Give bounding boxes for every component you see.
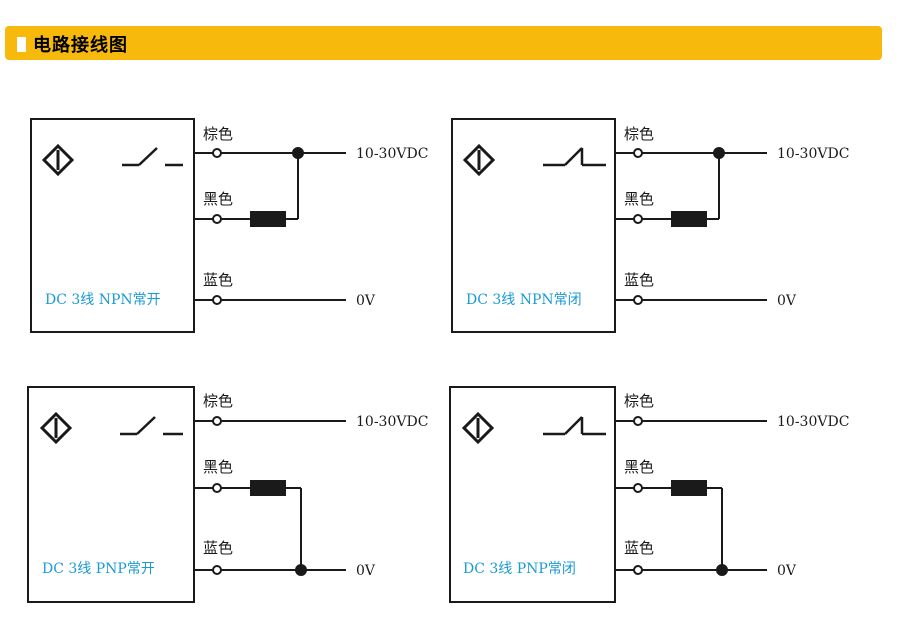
wire-blue-label: 蓝色 [203, 271, 233, 289]
ground-label: 0V [777, 293, 797, 309]
switch-no-icon [120, 416, 183, 436]
section-title: 电路接线图 [33, 35, 128, 56]
sensor-box [27, 386, 195, 603]
load-resistor-icon [250, 211, 286, 227]
switch-no-icon [122, 147, 183, 167]
model-label: DC 3线 NPN常开 [45, 292, 161, 308]
ground-label: 0V [777, 563, 797, 579]
diagram-pnp-no [27, 386, 346, 603]
supply-label: 10-30VDC [777, 146, 849, 162]
load-resistor-icon [671, 211, 707, 227]
diagram-pnp-nc [449, 386, 767, 603]
sensor-box [449, 386, 616, 603]
wire-blue-label: 蓝色 [203, 539, 233, 557]
section-header: 电路接线图 [5, 26, 882, 60]
diagram-npn-no [30, 118, 346, 333]
wire-black-label: 黑色 [203, 190, 233, 208]
sensor-diamond-icon [462, 143, 496, 177]
model-label: DC 3线 PNP常闭 [463, 561, 576, 577]
ground-label: 0V [356, 293, 376, 309]
supply-label: 10-30VDC [356, 146, 428, 162]
sensor-box [30, 118, 195, 333]
switch-nc-icon [543, 416, 606, 436]
supply-label: 10-30VDC [777, 414, 849, 430]
sensor-diamond-icon [39, 411, 73, 445]
model-label: DC 3线 NPN常闭 [466, 292, 582, 308]
wire-black-label: 黑色 [203, 458, 233, 476]
load-resistor-icon [250, 480, 286, 496]
ground-label: 0V [356, 563, 376, 579]
header-marker [17, 37, 26, 52]
wire-brown-label: 棕色 [203, 392, 233, 410]
sensor-diamond-icon [41, 143, 75, 177]
supply-label: 10-30VDC [356, 414, 428, 430]
sensor-box [451, 118, 616, 333]
load-resistor-icon [671, 480, 707, 496]
wire-brown-label: 棕色 [624, 392, 654, 410]
wire-brown-label: 棕色 [624, 125, 654, 143]
model-label: DC 3线 PNP常开 [42, 561, 155, 577]
switch-nc-icon [543, 147, 606, 167]
wire-blue-label: 蓝色 [624, 271, 654, 289]
sensor-diamond-icon [461, 411, 495, 445]
wire-blue-label: 蓝色 [624, 539, 654, 557]
diagram-npn-nc [451, 118, 767, 333]
wire-black-label: 黑色 [624, 190, 654, 208]
wire-brown-label: 棕色 [203, 125, 233, 143]
wire-black-label: 黑色 [624, 458, 654, 476]
